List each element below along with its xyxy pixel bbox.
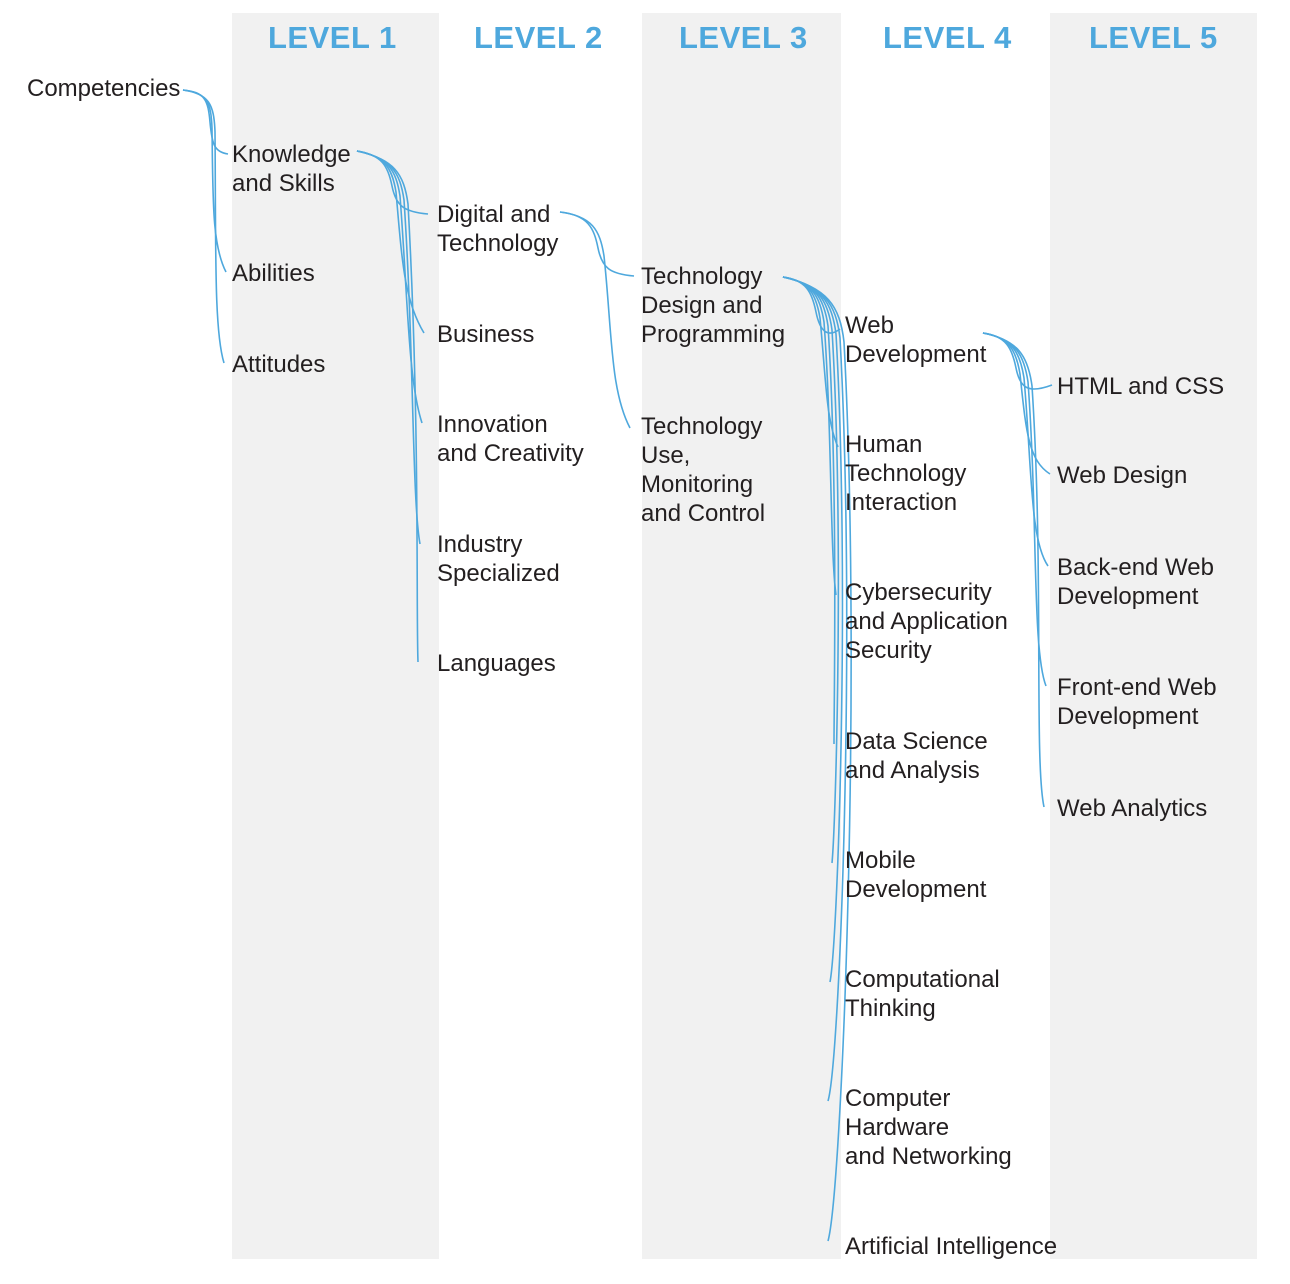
node-level1-2[interactable]: Abilities xyxy=(232,260,315,287)
node-competencies[interactable]: Competencies xyxy=(27,75,181,102)
level-header-2: LEVEL 2 xyxy=(474,20,603,55)
node-level4-4[interactable]: Data Science and Analysis xyxy=(845,728,988,784)
level-header-4: LEVEL 4 xyxy=(883,20,1012,55)
level-5-band xyxy=(1050,13,1257,1259)
connector-21 xyxy=(982,332,1049,567)
connector-3 xyxy=(182,89,225,364)
level-3-band xyxy=(642,13,841,1259)
node-level2-5[interactable]: Languages xyxy=(437,650,556,677)
connector-2 xyxy=(182,89,227,273)
connector-20 xyxy=(982,332,1051,475)
node-level4-5[interactable]: Mobile Development xyxy=(845,847,987,903)
node-level5-4[interactable]: Front-end Web Development xyxy=(1057,674,1217,730)
node-level2-3[interactable]: Innovation and Creativity xyxy=(437,411,584,467)
connector-9 xyxy=(559,211,635,277)
node-level3-2[interactable]: Technology Use, Monitoring and Control xyxy=(641,413,766,527)
node-level2-2[interactable]: Business xyxy=(437,321,535,348)
node-level2-4[interactable]: Industry Specialized xyxy=(437,531,560,587)
connector-23 xyxy=(982,332,1045,808)
node-level2-1[interactable]: Digital and Technology xyxy=(437,201,559,257)
node-level5-3[interactable]: Back-end Web Development xyxy=(1057,554,1214,610)
node-level4-2[interactable]: Human Technology Interaction xyxy=(845,431,967,516)
node-level4-3[interactable]: Cybersecurity and Application Security xyxy=(845,579,1008,664)
node-level1-3[interactable]: Attitudes xyxy=(232,351,326,378)
node-level1-1[interactable]: Knowledge and Skills xyxy=(232,141,351,197)
connector-10 xyxy=(559,211,631,429)
node-level4-1[interactable]: Web Development xyxy=(845,312,987,368)
node-level4-8[interactable]: Artificial Intelligence xyxy=(845,1233,1058,1260)
node-level5-1[interactable]: HTML and CSS xyxy=(1057,373,1225,400)
node-level5-2[interactable]: Web Design xyxy=(1057,462,1188,489)
node-level4-7[interactable]: Computer Hardware and Networking xyxy=(845,1085,1012,1170)
level-1-band xyxy=(232,13,439,1259)
connector-1 xyxy=(182,89,229,155)
level-header-5: LEVEL 5 xyxy=(1089,20,1218,55)
node-level5-5[interactable]: Web Analytics xyxy=(1057,795,1208,822)
node-level4-6[interactable]: Computational Thinking xyxy=(845,966,1000,1022)
level-header-3: LEVEL 3 xyxy=(679,20,808,55)
level-header-1: LEVEL 1 xyxy=(268,20,397,55)
node-level3-1[interactable]: Technology Design and Programming xyxy=(641,263,786,348)
connector-19 xyxy=(982,332,1053,390)
